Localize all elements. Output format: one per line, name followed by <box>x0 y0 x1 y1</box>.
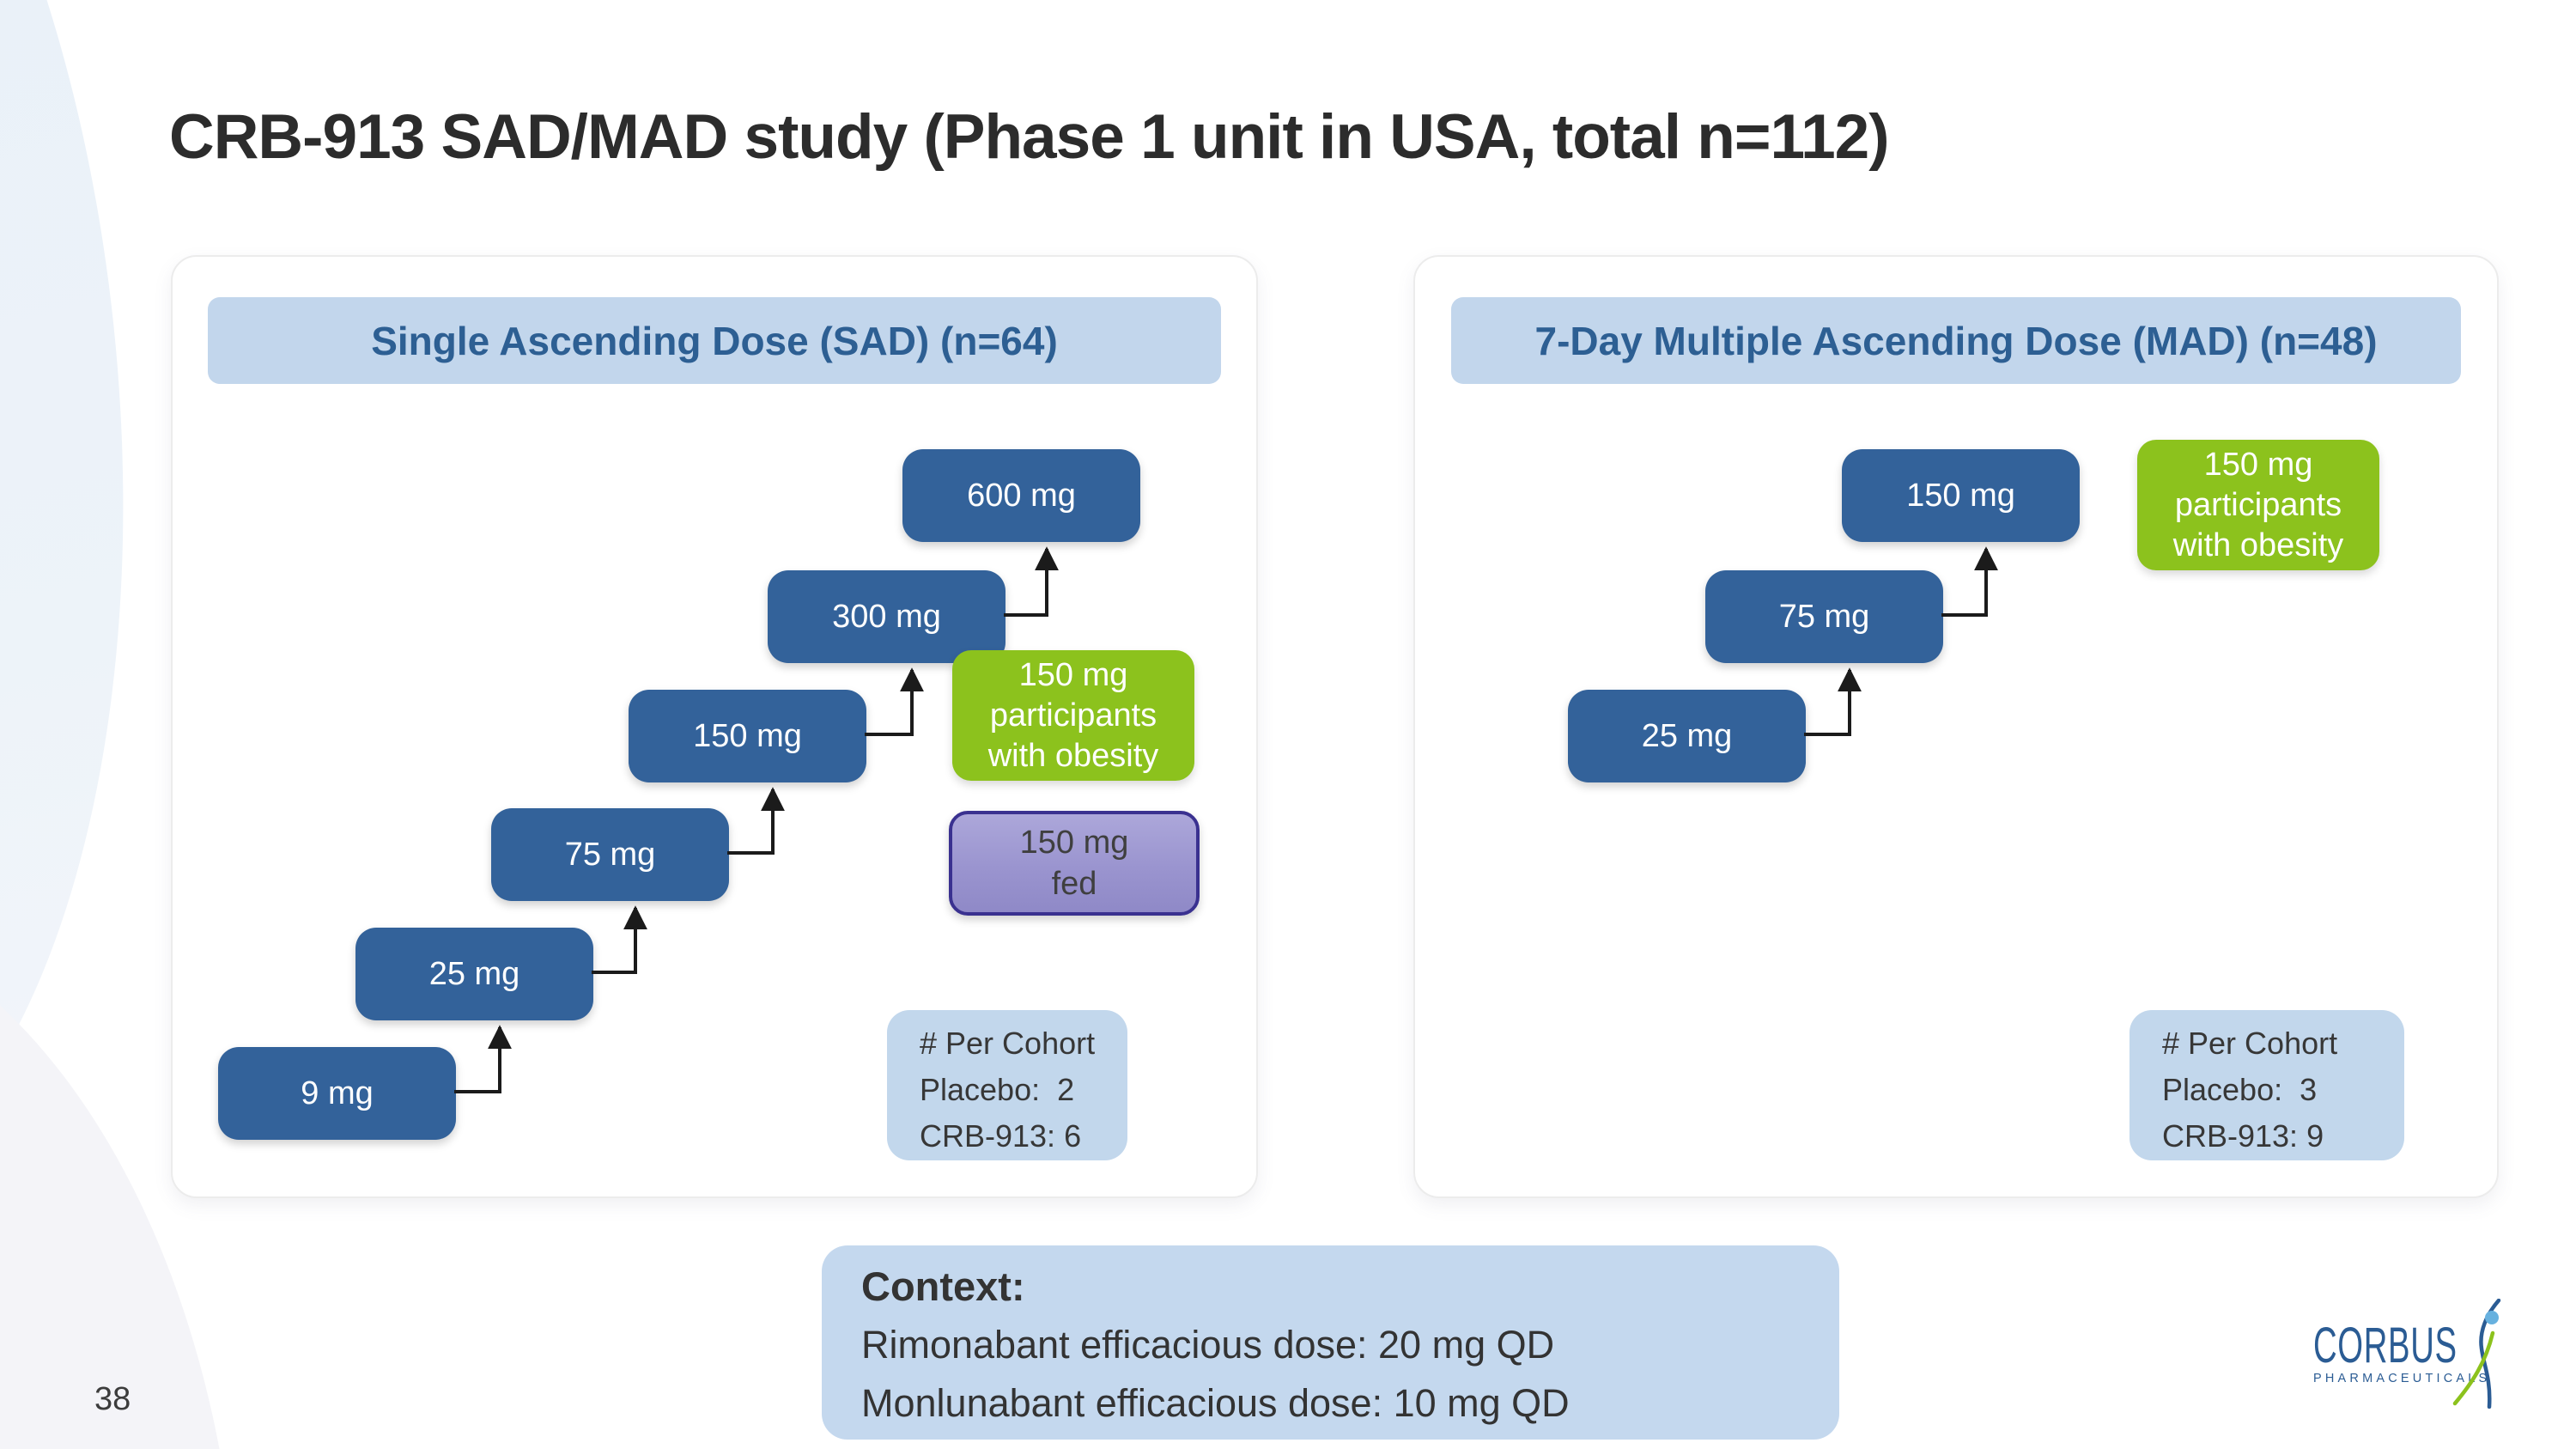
sad-dose-box-300mg: 300 mg <box>768 570 1005 663</box>
mad-dose-box-25mg: 25 mg <box>1568 690 1806 782</box>
context-box: Context: Rimonabant efficacious dose: 20… <box>822 1245 1839 1440</box>
sad-per-cohort-box: # Per Cohort Placebo: 2 CRB-913: 6 <box>887 1010 1127 1160</box>
corbus-logo-subtitle: PHARMACEUTICALS <box>2313 1372 2491 1385</box>
context-line-rimonabant: Rimonabant efficacious dose: 20 mg QD <box>861 1323 1555 1367</box>
context-line-monlunabant: Monlunabant efficacious dose: 10 mg QD <box>861 1381 1570 1425</box>
corbus-figure-icon <box>2452 1299 2501 1409</box>
sad-panel-header: Single Ascending Dose (SAD) (n=64) <box>208 297 1221 384</box>
mad-panel: 7-Day Multiple Ascending Dose (MAD) (n=4… <box>1413 255 2499 1198</box>
sad-fed-cohort-box: 150 mg fed <box>949 811 1200 916</box>
sad-dose-box-600mg: 600 mg <box>902 449 1140 542</box>
sad-dose-box-75mg: 75 mg <box>491 808 729 901</box>
page-number: 38 <box>94 1381 131 1417</box>
mad-dose-box-75mg: 75 mg <box>1705 570 1943 663</box>
sad-dose-box-9mg: 9 mg <box>218 1047 456 1140</box>
sad-dose-box-25mg: 25 mg <box>355 928 593 1020</box>
mad-dose-box-150mg: 150 mg <box>1842 449 2080 542</box>
sad-obesity-cohort-box: 150 mg participants with obesity <box>952 650 1194 781</box>
corbus-logo: CORBUS PHARMACEUTICALS <box>2313 1318 2519 1386</box>
mad-per-cohort-box: # Per Cohort Placebo: 3 CRB-913: 9 <box>2129 1010 2404 1160</box>
mad-panel-header: 7-Day Multiple Ascending Dose (MAD) (n=4… <box>1451 297 2461 384</box>
sad-panel: Single Ascending Dose (SAD) (n=64) 9 mg … <box>171 255 1258 1198</box>
sad-dose-box-150mg: 150 mg <box>629 690 866 782</box>
context-heading: Context: <box>861 1263 1025 1309</box>
page-title: CRB-913 SAD/MAD study (Phase 1 unit in U… <box>169 102 1890 172</box>
corbus-logo-wordmark: CORBUS <box>2313 1318 2458 1373</box>
mad-obesity-cohort-box: 150 mg participants with obesity <box>2137 440 2379 570</box>
